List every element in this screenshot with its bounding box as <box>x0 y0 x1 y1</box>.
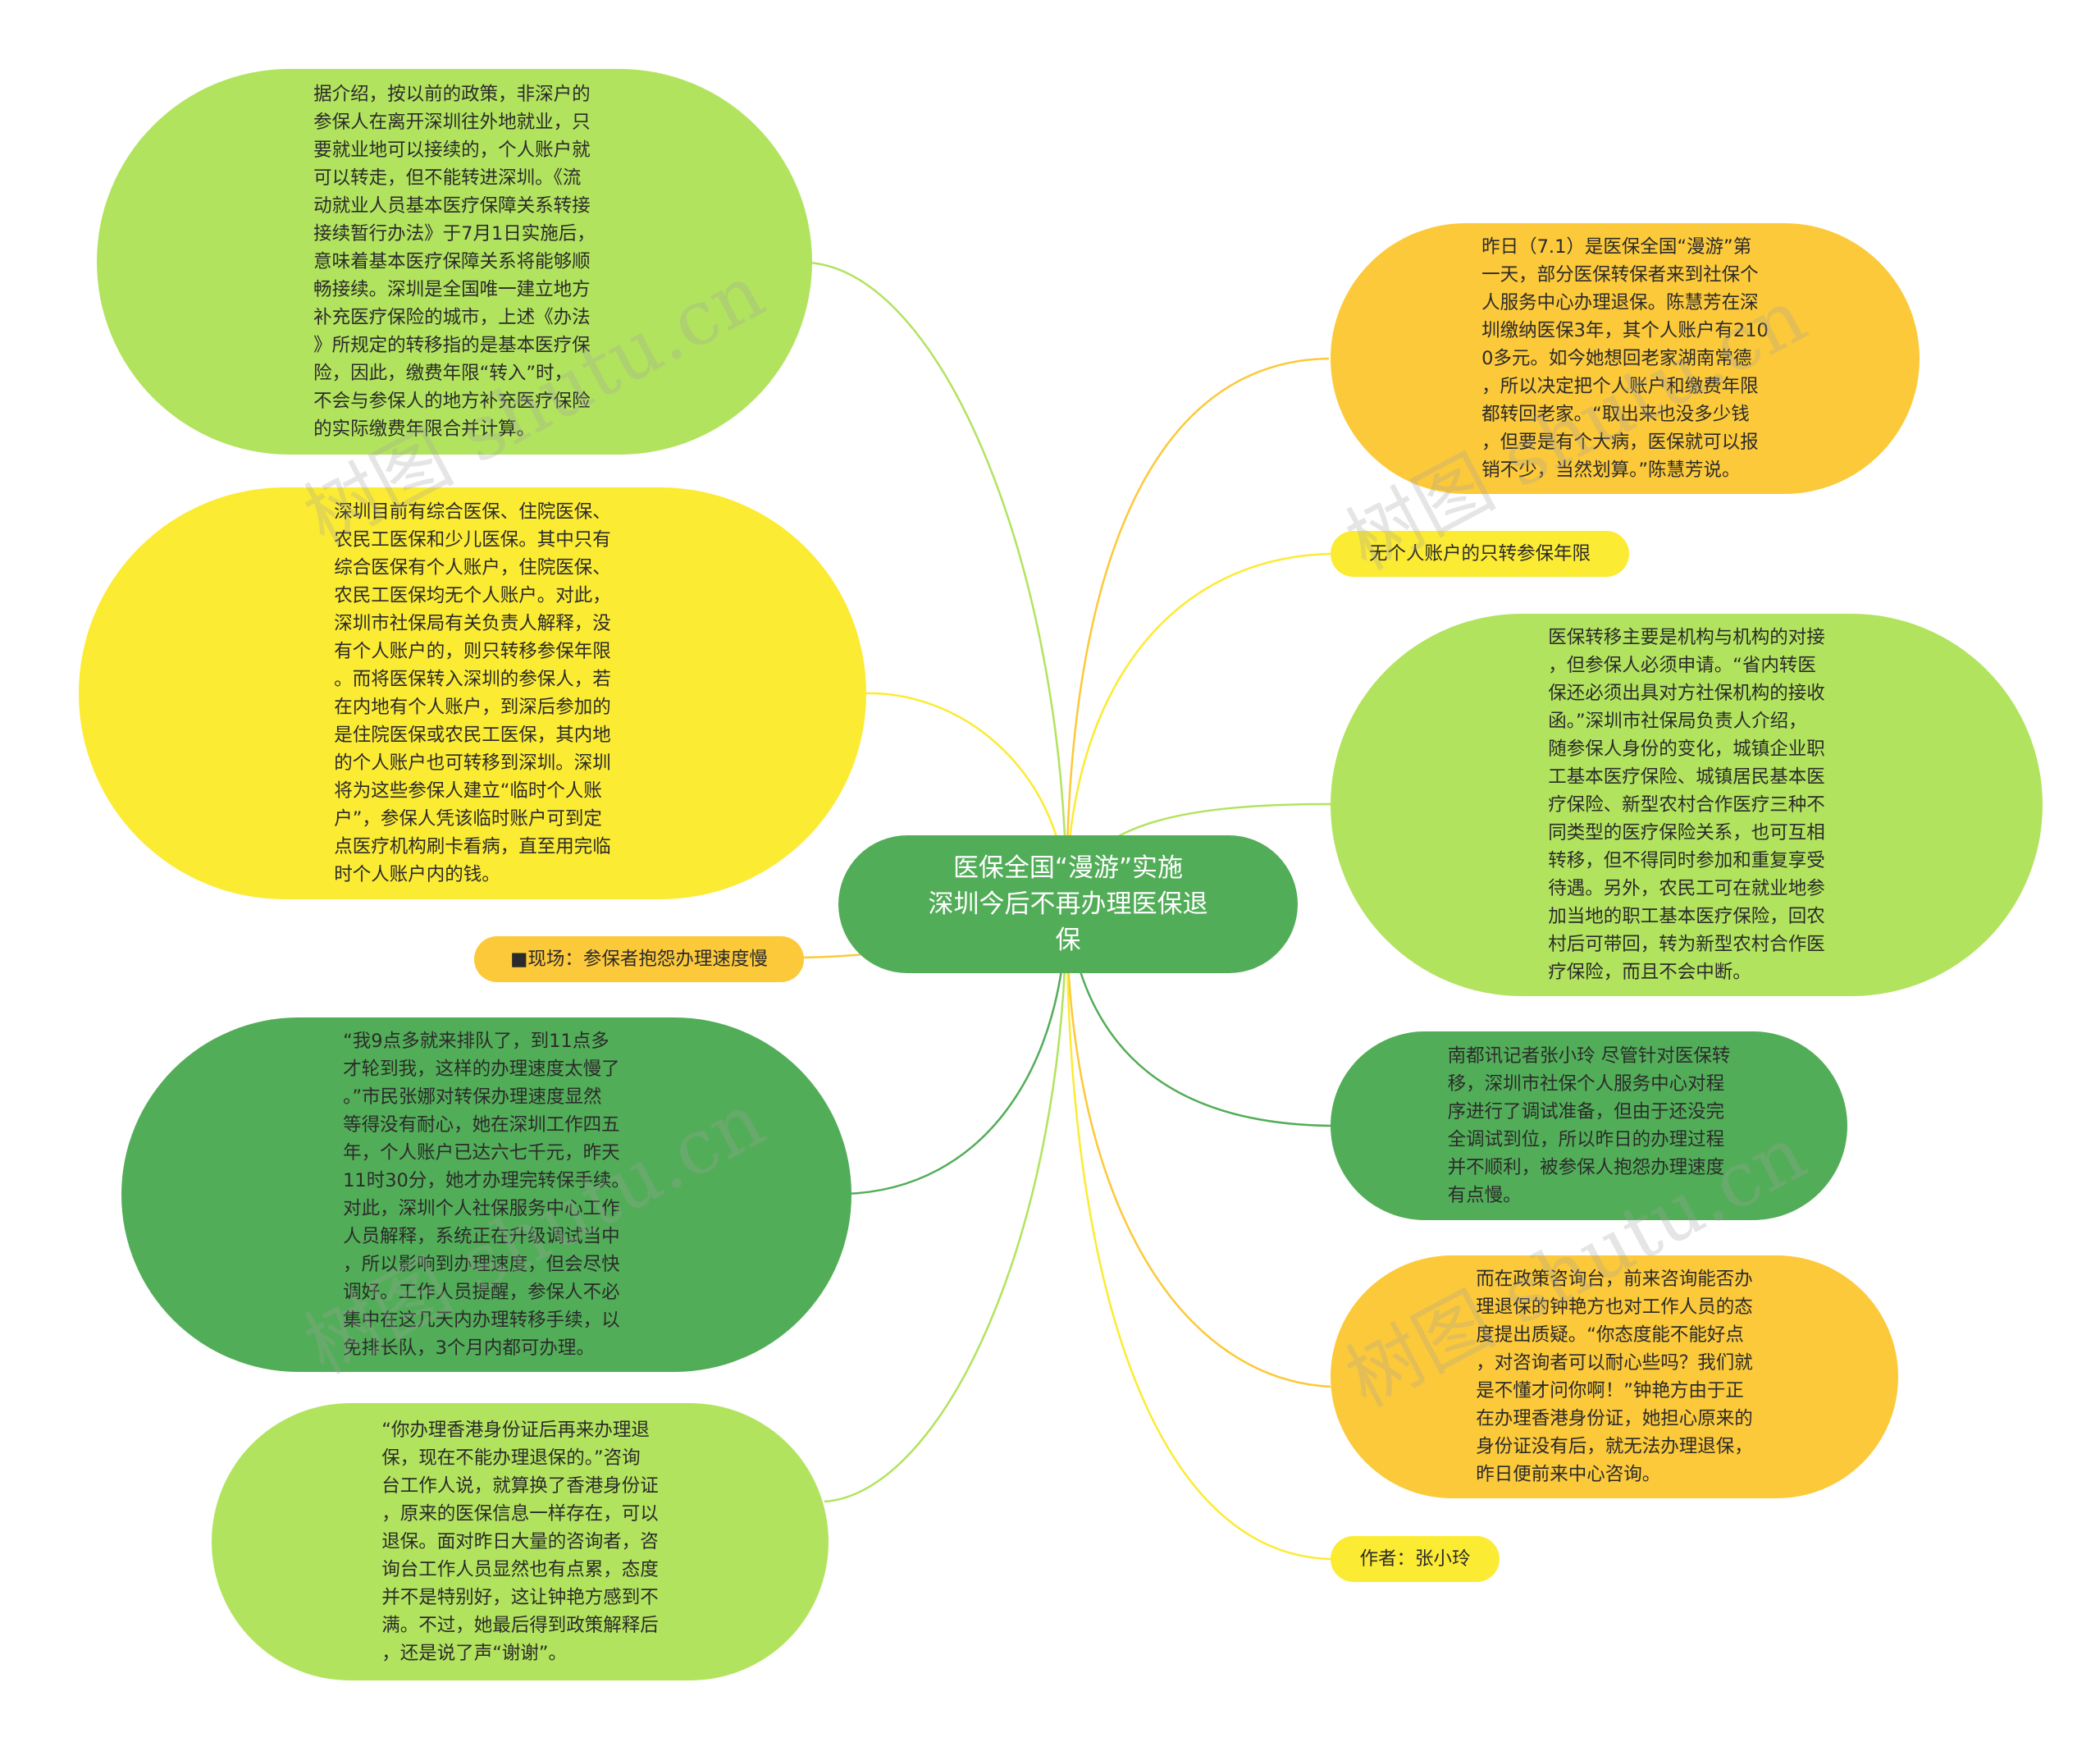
node-text: 南都讯记者张小玲 尽管针对医保转 移，深圳市社保个人服务中心对程 序进行了调试准… <box>1447 1045 1731 1206</box>
node-zhong-yanfang[interactable]: 而在政策咨询台，前来咨询能否办 理退保的钟艳方也对工作人员的态 度提出质疑。“你… <box>1331 1255 1898 1498</box>
node-zhangna-quote[interactable]: “我9点多就来排队了，到11点多 才轮到我，这样的办理速度太慢了 。”市民张娜对… <box>121 1017 851 1372</box>
node-text: 据介绍，按以前的政策，非深户的 参保人在离开深圳往外地就业，只 要就业地可以接续… <box>313 84 596 440</box>
node-chen-huifang[interactable]: 昨日（7.1）是医保全国“漫游”第 一天，部分医保转保者来到社保个 人服务中心办… <box>1331 223 1920 494</box>
node-text: ■现场：参保者抱怨办理速度慢 <box>510 949 768 970</box>
node-reporter-note[interactable]: 南都讯记者张小玲 尽管针对医保转 移，深圳市社保个人服务中心对程 序进行了调试准… <box>1331 1031 1847 1220</box>
node-scene-complaint[interactable]: ■现场：参保者抱怨办理速度慢 <box>474 936 804 982</box>
central-topic[interactable]: 医保全国“漫游”实施 深圳今后不再办理医保退 保 <box>838 835 1298 973</box>
node-hk-id-quote[interactable]: “你办理香港身份证后再来办理退 保，现在不能办理退保的。”咨询 台工作人说，就算… <box>212 1403 829 1680</box>
node-policy-transfer-rules[interactable]: 据介绍，按以前的政策，非深户的 参保人在离开深圳往外地就业，只 要就业地可以接续… <box>97 69 812 455</box>
node-text: 无个人账户的只转参保年限 <box>1368 543 1591 565</box>
node-text: 昨日（7.1）是医保全国“漫游”第 一天，部分医保转保者来到社保个 人服务中心办… <box>1481 236 1769 481</box>
node-no-account-note[interactable]: 无个人账户的只转参保年限 <box>1331 531 1629 577</box>
link-r2 <box>1065 552 1331 903</box>
central-topic-text: 医保全国“漫游”实施 深圳今后不再办理医保退 保 <box>928 853 1208 955</box>
node-text: “我9点多就来排队了，到11点多 才轮到我，这样的办理速度太慢了 。”市民张娜对… <box>343 1031 630 1359</box>
link-r6 <box>1065 902 1331 1561</box>
link-l5 <box>824 902 1068 1503</box>
link-l1 <box>807 261 1068 903</box>
link-r1 <box>1065 357 1330 903</box>
node-institution-transfer[interactable]: 医保转移主要是机构与机构的对接 ，但参保人必须申请。“省内转医 保还必须出具对方… <box>1331 614 2043 996</box>
node-text: 而在政策咨询台，前来咨询能否办 理退保的钟艳方也对工作人员的态 度提出质疑。“你… <box>1476 1269 1753 1485</box>
node-text: 深圳目前有综合医保、住院医保、 农民工医保和少儿医保。其中只有 综合医保有个人账… <box>334 501 611 885</box>
link-r5 <box>1065 902 1331 1388</box>
node-text: “你办理香港身份证后再来办理退 保，现在不能办理退保的。”咨询 台工作人说，就算… <box>381 1420 659 1664</box>
node-author[interactable]: 作者：张小玲 <box>1331 1536 1500 1582</box>
node-text: 医保转移主要是机构与机构的对接 ，但参保人必须申请。“省内转医 保还必须出具对方… <box>1548 627 1825 983</box>
node-shenzhen-insurance-types[interactable]: 深圳目前有综合医保、住院医保、 农民工医保和少儿医保。其中只有 综合医保有个人账… <box>79 487 866 899</box>
node-text: 作者：张小玲 <box>1359 1548 1471 1570</box>
